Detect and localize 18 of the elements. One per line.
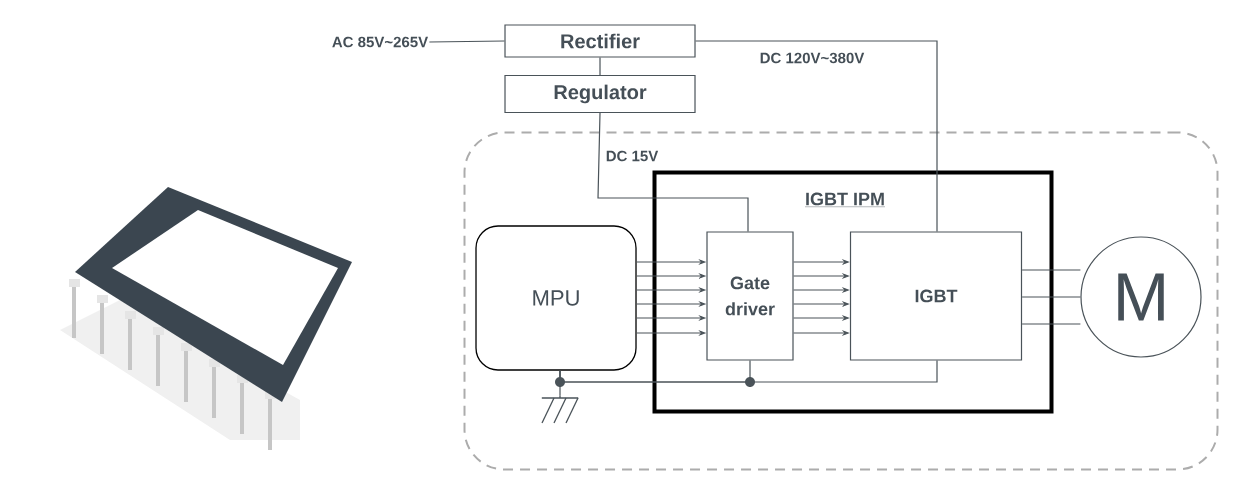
- processor-box: MPU: [475, 225, 637, 371]
- input-label: AC 85V~265V: [332, 36, 429, 48]
- connector: [1021, 269, 1081, 271]
- rectifier-box: Rectifier: [504, 24, 696, 58]
- ground-symbol: [541, 395, 579, 424]
- connector: [559, 370, 561, 397]
- connector: [1021, 296, 1081, 298]
- edge-label: DC 15V: [604, 149, 660, 163]
- connector: [599, 57, 601, 76]
- regulator-box: Regulator: [504, 74, 696, 114]
- driver-box: Gate driver: [706, 231, 794, 361]
- connector: [597, 112, 749, 232]
- connector: [428, 40, 505, 43]
- igbt-box: IGBT: [849, 231, 1023, 361]
- edge-label: DC 120V~380V: [758, 51, 866, 65]
- connector: [1021, 323, 1081, 325]
- connector: [695, 40, 938, 232]
- dashed-region: [463, 131, 1219, 471]
